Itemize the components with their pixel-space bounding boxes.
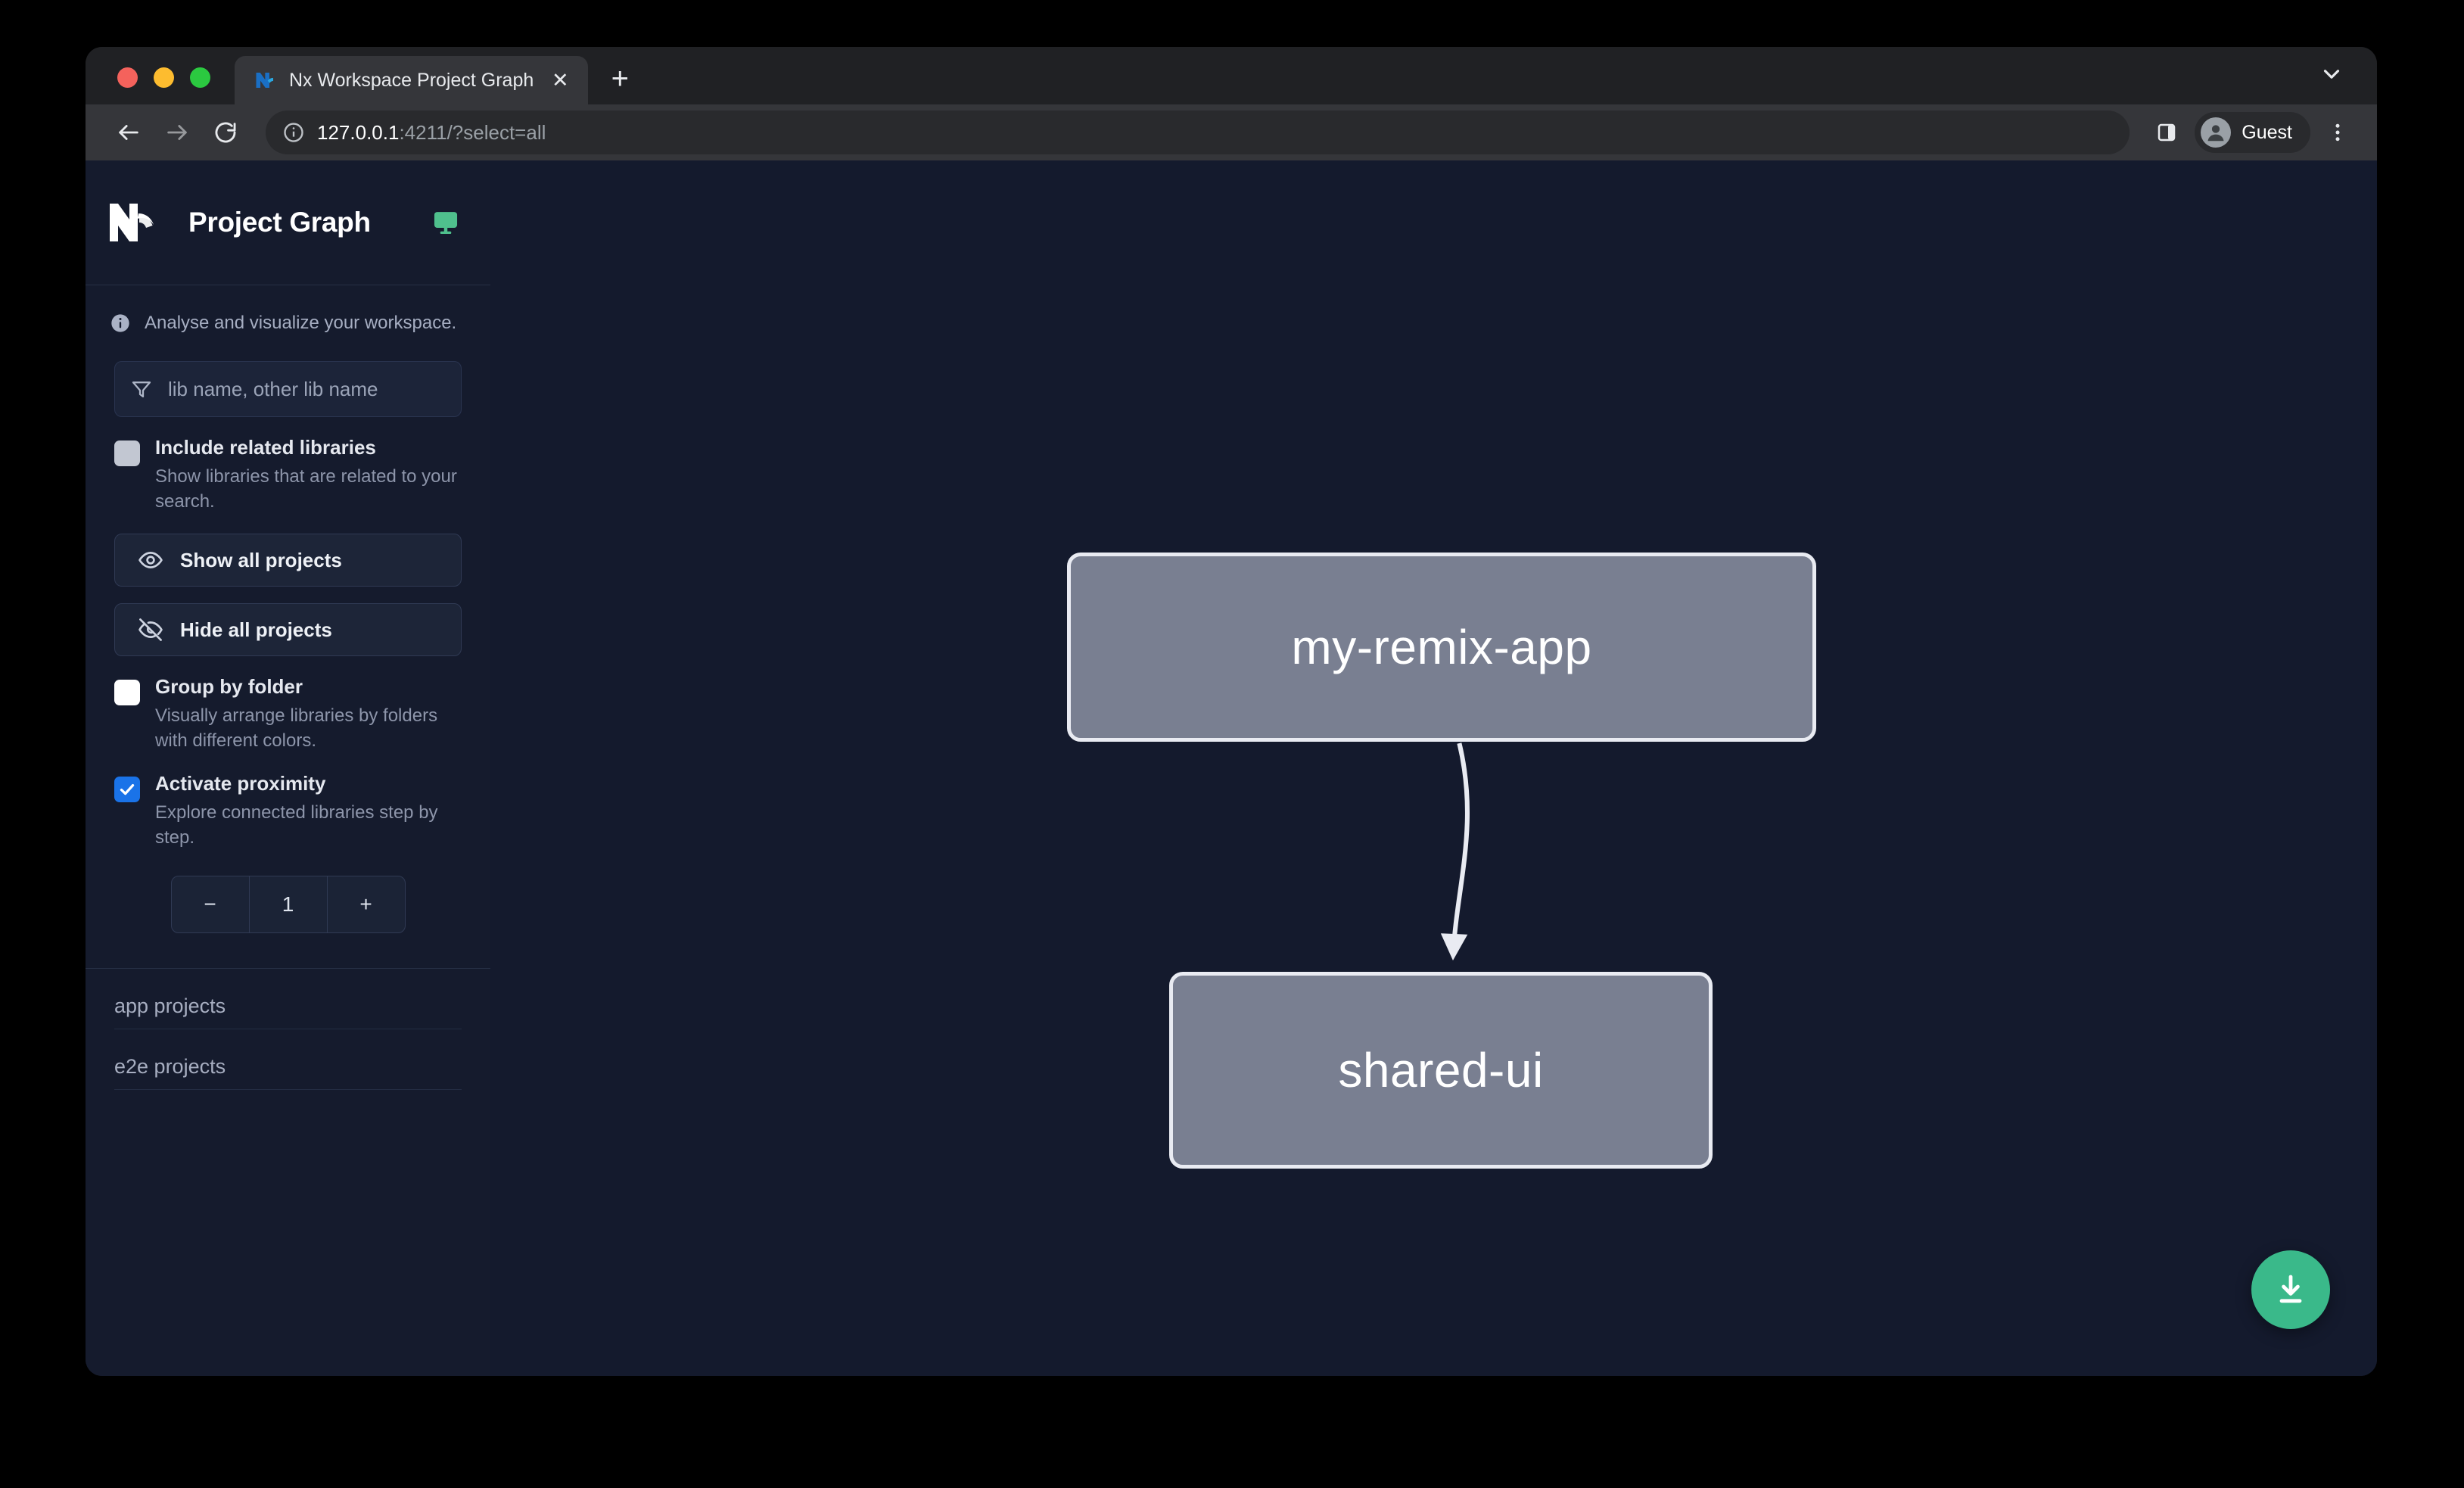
site-info-icon[interactable] xyxy=(282,121,305,144)
sidebar-actions: Show all projects Hide all projects xyxy=(86,514,490,657)
info-icon xyxy=(110,313,131,334)
close-tab-icon[interactable]: ✕ xyxy=(551,68,569,92)
project-graph-canvas[interactable]: my-remix-app shared-ui xyxy=(490,160,2377,1376)
project-group-e2e[interactable]: e2e projects xyxy=(114,1029,462,1091)
download-icon xyxy=(2279,1275,2302,1303)
monitor-icon[interactable] xyxy=(431,208,460,237)
profile-button[interactable]: Guest xyxy=(2195,112,2310,153)
browser-tab-strip: Nx Workspace Project Graph ✕ + xyxy=(86,47,2377,104)
search-section: lib name, other lib name xyxy=(86,356,490,417)
graph-node-my-remix-app[interactable]: my-remix-app xyxy=(1067,553,1816,742)
proximity-value: 1 xyxy=(248,876,328,933)
option-label: Activate proximity xyxy=(155,772,326,795)
proximity-stepper[interactable]: − 1 + xyxy=(170,876,406,934)
sidebar-info-row: Analyse and visualize your workspace. xyxy=(86,285,490,356)
chevron-down-icon[interactable] xyxy=(2313,56,2350,92)
hide-all-projects-label: Hide all projects xyxy=(180,618,332,641)
address-bar[interactable]: 127.0.0.1:4211/?select=all xyxy=(266,111,2130,154)
toolbar-right-cluster: Guest xyxy=(2146,112,2357,153)
close-window-button[interactable] xyxy=(117,67,138,88)
side-panel-icon[interactable] xyxy=(2146,112,2187,153)
url-host: 127.0.0.1 xyxy=(317,120,400,144)
forward-button[interactable] xyxy=(155,111,199,154)
group-by-folder-checkbox[interactable] xyxy=(114,680,140,706)
proximity-increment-button[interactable]: + xyxy=(359,892,372,917)
option-label: Include related libraries xyxy=(155,436,376,459)
tab-title: Nx Workspace Project Graph xyxy=(289,69,534,91)
option-description: Visually arrange libraries by folders wi… xyxy=(155,705,438,752)
sidebar-header: Project Graph xyxy=(86,160,490,285)
show-all-projects-label: Show all projects xyxy=(180,548,342,571)
option-description: Show libraries that are related to your … xyxy=(155,465,457,512)
project-group-app[interactable]: app projects xyxy=(114,969,462,1030)
option-activate-proximity[interactable]: Activate proximity Explore connected lib… xyxy=(86,753,490,934)
maximize-window-button[interactable] xyxy=(190,67,210,88)
sidebar: Project Graph Analy xyxy=(86,160,490,1376)
include-related-libraries-checkbox[interactable] xyxy=(114,440,140,466)
profile-label: Guest xyxy=(2242,121,2292,143)
minimize-window-button[interactable] xyxy=(154,67,174,88)
search-input[interactable]: lib name, other lib name xyxy=(114,361,462,417)
graph-edge-my-remix-app-to-shared-ui xyxy=(1440,742,1470,960)
page-title: Project Graph xyxy=(188,207,371,238)
option-include-related-libraries[interactable]: Include related libraries Show libraries… xyxy=(86,417,490,514)
window-controls xyxy=(86,67,210,104)
browser-window: Nx Workspace Project Graph ✕ + xyxy=(86,47,2377,1376)
browser-tab[interactable]: Nx Workspace Project Graph ✕ xyxy=(235,56,589,104)
new-tab-button[interactable]: + xyxy=(611,62,629,95)
option-group-by-folder[interactable]: Group by folder Visually arrange librari… xyxy=(86,656,490,753)
url-path: :4211/?select=all xyxy=(399,120,546,144)
activate-proximity-checkbox[interactable] xyxy=(114,777,140,803)
proximity-decrement-button[interactable]: − xyxy=(204,892,216,917)
back-button[interactable] xyxy=(107,111,151,154)
browser-toolbar: 127.0.0.1:4211/?select=all Guest xyxy=(86,104,2377,160)
nx-logo-icon xyxy=(108,201,167,244)
sidebar-info-text: Analyse and visualize your workspace. xyxy=(145,313,457,333)
browser-menu-icon[interactable] xyxy=(2318,112,2357,153)
show-all-projects-button[interactable]: Show all projects xyxy=(114,534,462,587)
graph-node-shared-ui[interactable]: shared-ui xyxy=(1169,972,1713,1169)
address-bar-url: 127.0.0.1:4211/?select=all xyxy=(317,121,546,145)
eye-icon xyxy=(138,547,163,573)
search-placeholder: lib name, other lib name xyxy=(168,377,378,400)
project-groups-list: app projects e2e projects xyxy=(86,969,490,1091)
graph-edges xyxy=(1440,742,1470,960)
option-description: Explore connected libraries step by step… xyxy=(155,802,438,848)
sidebar-divider xyxy=(86,968,490,970)
filter-icon xyxy=(130,378,153,400)
hide-all-projects-button[interactable]: Hide all projects xyxy=(114,603,462,657)
reload-button[interactable] xyxy=(204,111,247,154)
option-label: Group by folder xyxy=(155,675,303,699)
eye-off-icon xyxy=(138,617,163,643)
avatar xyxy=(2201,117,2232,148)
nx-favicon-icon xyxy=(254,69,277,92)
download-graph-button[interactable] xyxy=(2251,1250,2330,1329)
page-content: Project Graph Analy xyxy=(86,160,2377,1376)
